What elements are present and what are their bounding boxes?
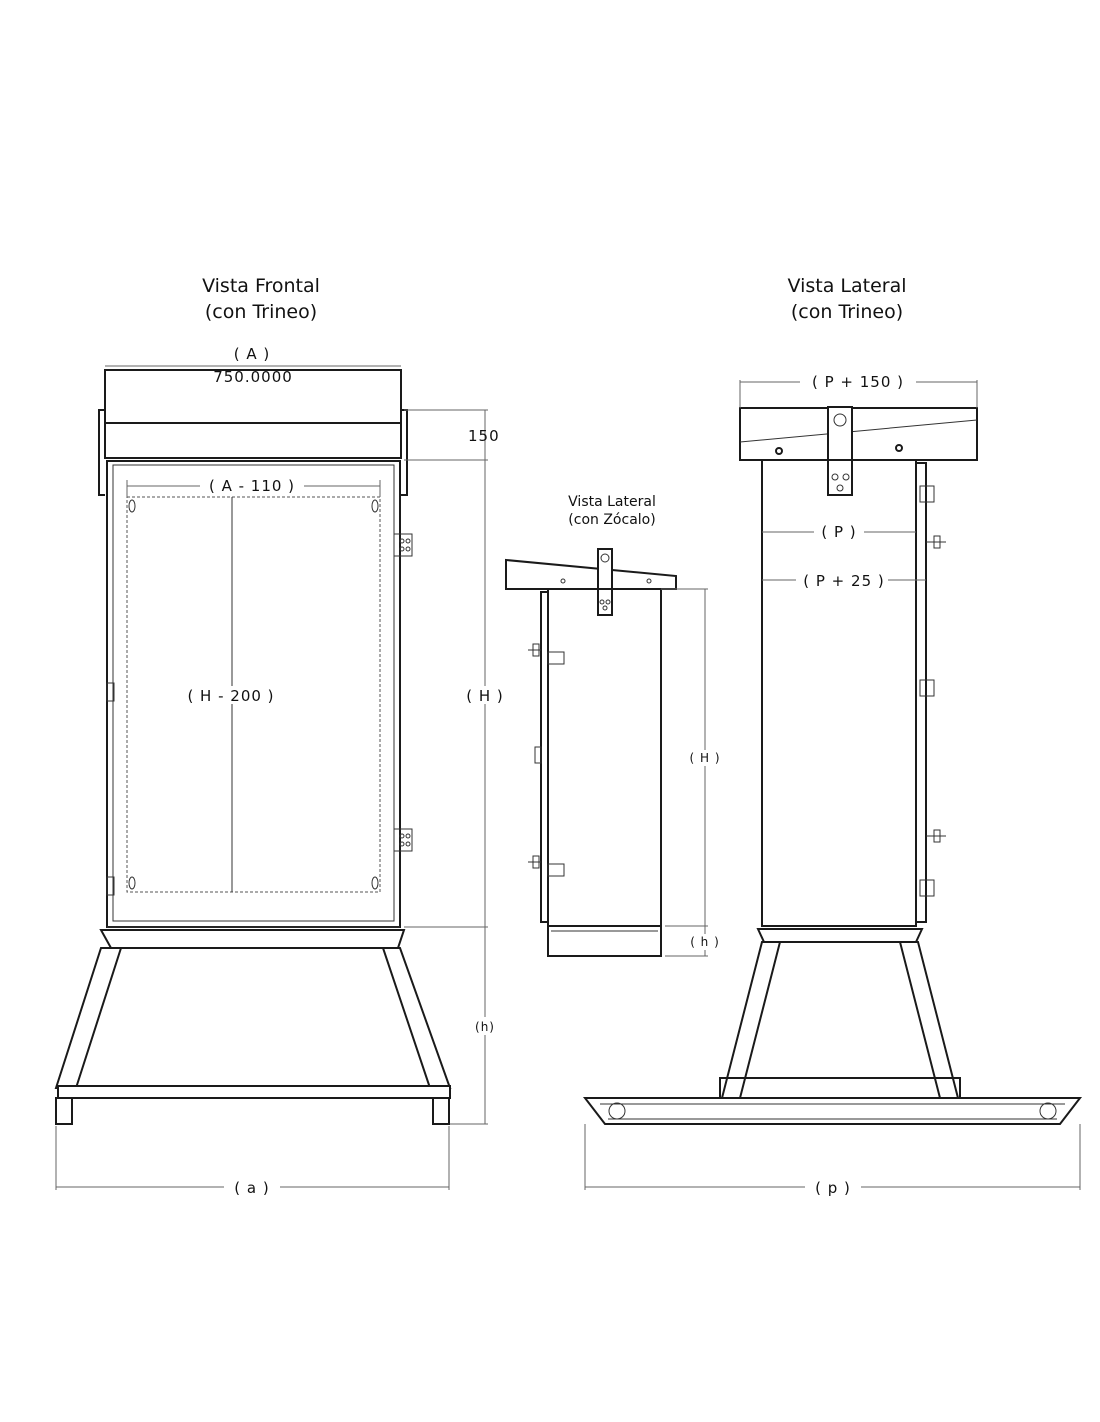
front-roof-lip [104,422,402,459]
side-sled-view-subtitle: (con Trineo) [791,301,903,323]
front-sled-top-beam [99,929,406,949]
sled-upper-handle [926,535,946,549]
dim-inner-height: ( H - 200 ) [187,687,274,705]
sled-hinge [919,485,935,503]
sled-right-leg [898,941,960,1099]
plinth-dim-height: ( H ) [689,751,720,765]
plinth-base [547,925,662,957]
front-sled-bottom-beam [57,1085,451,1099]
plinth-lifting-eye [597,548,613,616]
front-view-subtitle: (con Trineo) [205,301,317,323]
sled-lifting-eye [827,406,853,496]
dim-height: ( H ) [466,687,504,705]
dim-inner-width: ( A - 110 ) [209,477,295,495]
sled-dim-depth-door: ( P + 25 ) [803,572,884,590]
plinth-lower-handle [528,855,565,877]
front-sled-left-foot [55,1097,73,1125]
front-lower-lock [393,828,413,852]
sled-dim-roof-depth: ( P + 150 ) [812,373,904,391]
front-sled-right-foot [432,1097,450,1125]
dim-width-value: 750.0000 [213,368,293,386]
dim-roof-height: 150 [468,427,500,445]
sled-door [915,462,927,923]
front-left-hinge [106,876,115,896]
sled-dim-depth: ( P ) [821,523,856,541]
dim-base-width: ( a ) [234,1179,269,1197]
plinth-dim-plinth-height: ( h ) [690,935,720,949]
plinth-dimensions: ( H ) ( h ) [661,588,720,957]
front-door-frame [112,464,395,922]
sled-hinge [919,879,935,897]
sled-skid [582,1097,1083,1125]
sled-skid-hole [608,1102,626,1120]
front-left-hinge [106,682,115,702]
front-sled-right-leg [381,947,452,1089]
mounting-plate [126,496,381,893]
sled-top-beam [756,928,924,943]
front-view [54,369,452,1125]
side-plinth-view-subtitle: (con Zócalo) [568,512,655,528]
plinth-door [540,591,549,923]
front-sled-left-leg [54,947,123,1089]
front-view-title: Vista Frontal [202,275,320,297]
sled-lower-handle [926,829,946,843]
side-sled-view [582,406,1083,1125]
plinth-roof [505,558,677,590]
sled-dimensions: ( P + 150 ) ( P ) ( P + 25 ) ( p ) [584,373,1081,1197]
sled-skid-hole [1039,1102,1057,1120]
side-sled-view-title: Vista Lateral [788,275,907,297]
side-plinth-view [505,548,677,957]
front-roof [104,369,402,424]
front-upper-lock [393,533,413,557]
plinth-cabinet-body [547,588,662,927]
sled-left-leg [720,941,782,1099]
side-plinth-view-title: Vista Lateral [568,494,656,510]
front-left-roof-bracket [98,409,105,496]
dim-base-height: (h) [475,1020,495,1034]
dim-width-label: ( A ) [234,345,271,363]
plinth-upper-handle [528,643,565,665]
front-dimensions: ( A ) 750.0000 150 ( A - 110 ) ( H - 200… [55,345,508,1197]
sled-hinge [919,679,935,697]
sled-dim-base-depth: ( p ) [815,1179,851,1197]
